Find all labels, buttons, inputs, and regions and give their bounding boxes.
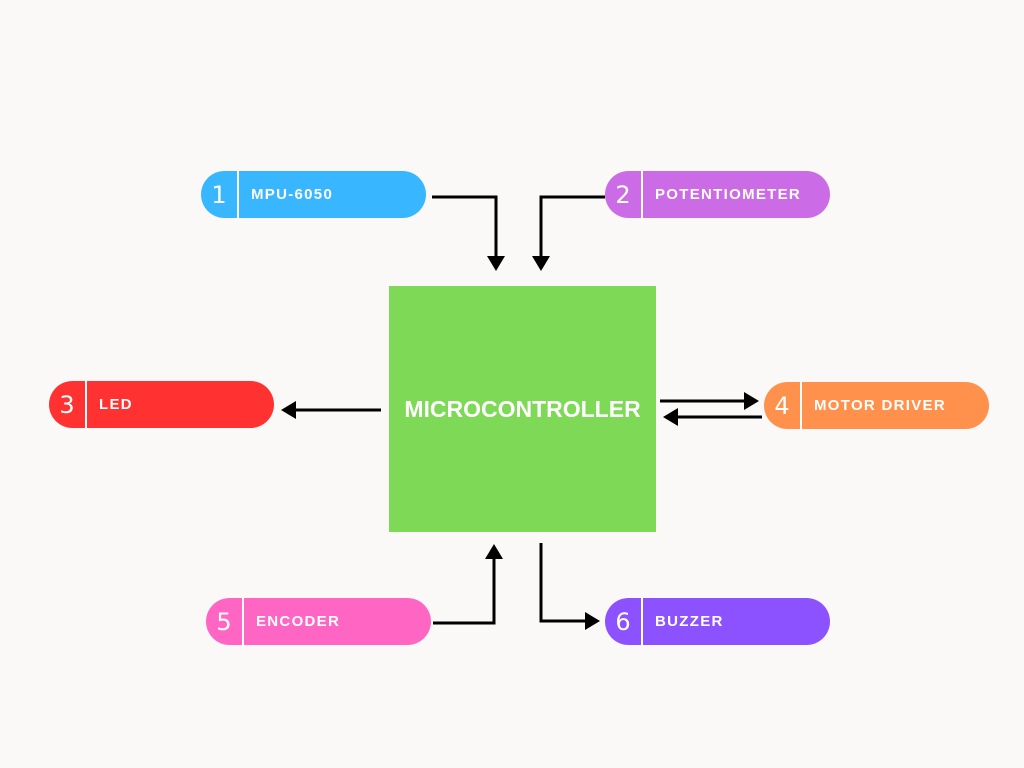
node-label: BUZZER xyxy=(655,613,724,630)
node-label: LED xyxy=(99,396,133,413)
node-label: MOTOR DRIVER xyxy=(814,397,946,414)
node-number: 5 xyxy=(206,598,244,645)
node-encoder: 5 ENCODER xyxy=(206,598,431,645)
node-motor-driver: 4 MOTOR DRIVER xyxy=(764,382,989,429)
node-number: 6 xyxy=(605,598,643,645)
node-mpu-6050: 1 MPU-6050 xyxy=(201,171,426,218)
node-number: 3 xyxy=(49,381,87,428)
node-number: 2 xyxy=(605,171,643,218)
microcontroller-label: MICROCONTROLLER xyxy=(404,395,641,422)
node-label: POTENTIOMETER xyxy=(655,186,802,203)
arrow-mpu-to-mcu xyxy=(432,195,505,271)
node-label: ENCODER xyxy=(256,613,341,630)
arrow-pot-to-mcu xyxy=(532,195,605,271)
arrow-encoder-to-mcu xyxy=(433,544,503,625)
node-potentiometer: 2 POTENTIOMETER xyxy=(605,171,830,218)
node-label: MPU-6050 xyxy=(251,186,334,203)
node-number: 4 xyxy=(764,382,802,429)
node-led: 3 LED xyxy=(49,381,274,428)
node-buzzer: 6 BUZZER xyxy=(605,598,830,645)
node-number: 1 xyxy=(201,171,239,218)
arrow-mcu-to-buzzer xyxy=(539,543,600,630)
microcontroller-block: MICROCONTROLLER xyxy=(389,286,656,532)
